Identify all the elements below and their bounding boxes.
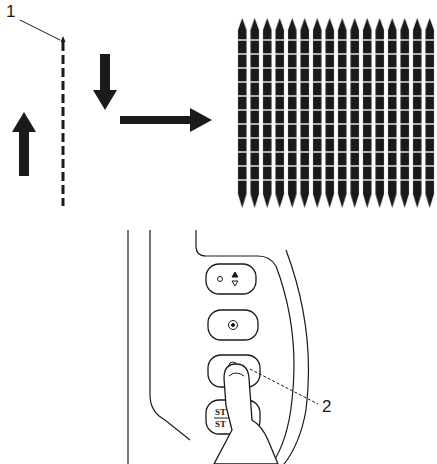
satin-stitch [236, 18, 436, 208]
leader-line [20, 20, 60, 40]
leader-line [250, 369, 318, 404]
machine-panel [128, 230, 309, 464]
fingernail [229, 373, 244, 376]
callout-number: 1 [6, 3, 15, 20]
up-arrow [12, 112, 36, 176]
stitch-column [61, 36, 66, 206]
down-arrow [93, 54, 117, 110]
callout-number: 2 [322, 398, 331, 415]
right-arrow [120, 108, 212, 132]
button-label: ST [215, 408, 226, 417]
button-label: ST [215, 420, 226, 429]
